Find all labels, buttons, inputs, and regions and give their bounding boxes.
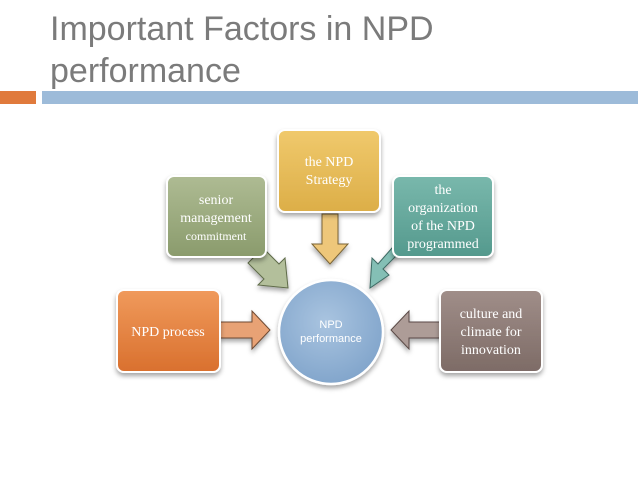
node-senior-management: senior management commitment	[166, 175, 267, 258]
node-organization: the organization of the NPD programmed	[392, 175, 494, 258]
senior-management-line-1: senior	[199, 193, 234, 208]
arrow-culture	[390, 309, 442, 351]
arrow-npd-process	[219, 309, 271, 351]
title-line-1: Important Factors in NPD	[50, 10, 434, 48]
arrow-npd-strategy	[310, 213, 350, 265]
title-line-2: performance	[50, 52, 241, 90]
npd-strategy-line-1: the NPD	[305, 155, 354, 170]
organization-line-4: programmed	[407, 237, 479, 252]
culture-line-2: climate for	[460, 325, 521, 340]
senior-management-line-3: commitment	[186, 229, 247, 243]
center-label-line-2: performance	[300, 333, 362, 345]
culture-line-3: innovation	[461, 343, 521, 358]
organization-line-1: the	[434, 183, 451, 198]
node-npd-process: NPD process	[116, 289, 221, 373]
node-culture: culture and climate for innovation	[439, 289, 543, 373]
center-label-line-1: NPD	[319, 319, 342, 331]
organization-line-2: organization	[408, 201, 478, 216]
center-node-npd-performance: NPD performance	[277, 278, 385, 386]
slide-title: Important Factors in NPD performance	[50, 8, 610, 92]
node-npd-strategy: the NPD Strategy	[277, 129, 381, 213]
title-accent-bar-orange	[0, 91, 36, 104]
organization-line-3: of the NPD	[411, 219, 475, 234]
npd-strategy-line-2: Strategy	[306, 173, 353, 188]
culture-line-1: culture and	[460, 307, 523, 322]
npd-process-label: NPD process	[131, 325, 205, 340]
title-accent-bar-blue	[42, 91, 638, 104]
senior-management-line-2: management	[180, 211, 252, 226]
